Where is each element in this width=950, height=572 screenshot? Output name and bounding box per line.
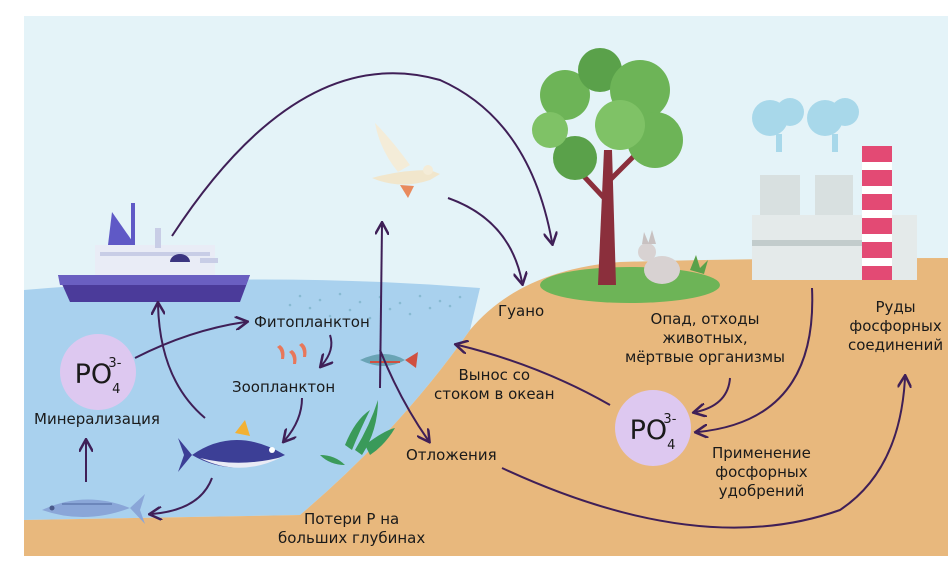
label-ores-line3: соединений — [848, 336, 944, 354]
label-fertilizer: Применение фосфорных удобрений — [712, 444, 811, 501]
label-litter: Опад, отходы животных, мёртвые организмы — [625, 310, 785, 367]
phosphate-subscript: 4 — [667, 438, 676, 454]
label-runoff-line1: Вынос со — [458, 366, 531, 384]
tuna-illustration — [178, 420, 285, 472]
label-ores-line2: фосфорных — [849, 317, 942, 335]
arrow-fish-to-bird — [380, 225, 382, 389]
phosphate-symbol: PO — [629, 415, 668, 446]
bird-illustration — [372, 123, 440, 198]
arrow-to-sediments — [379, 349, 428, 440]
zooplankton-illustration — [277, 343, 307, 364]
arrow-tuna-to-ship — [158, 305, 206, 419]
arrow-sediments-to-ores — [501, 378, 905, 529]
rabbit-illustration — [638, 230, 708, 284]
seaweed-illustration — [320, 400, 395, 465]
label-litter-line2: животных, — [662, 329, 748, 347]
phosphate-charge: 3- — [108, 356, 122, 371]
label-fertilizer-line3: удобрений — [718, 482, 805, 500]
label-deep-loss: Потери Р на больших глубинах — [278, 510, 425, 548]
label-litter-line3: мёртвые организмы — [625, 348, 785, 366]
phosphate-symbol: PO — [74, 359, 113, 390]
phosphate-charge: 3- — [663, 412, 677, 427]
arrow-ship-to-land — [171, 72, 552, 242]
arrow-zoo-to-tuna — [285, 397, 303, 440]
phosphate-formula: PO4 3- — [60, 355, 136, 401]
label-guano: Гуано — [498, 302, 545, 320]
label-sediments: Отложения — [406, 446, 497, 464]
phosphate-circle-ocean: PO4 3- — [60, 334, 136, 410]
label-runoff: Вынос со стоком в океан — [434, 366, 555, 404]
label-deep-loss-line2: больших глубинах — [278, 529, 426, 547]
label-fertilizer-line1: Применение — [712, 444, 811, 462]
label-mineralization: Минерализация — [34, 410, 160, 428]
phosphate-circle-land: PO4 3- — [615, 390, 691, 466]
land-soil — [24, 258, 948, 556]
label-phytoplankton: Фитопланктон — [254, 313, 370, 331]
label-ores-line1: Руды — [875, 298, 916, 316]
phosphate-subscript: 4 — [112, 382, 121, 398]
dead-fish-illustration — [42, 494, 145, 524]
cycle-arrows — [86, 72, 905, 529]
label-ores: Руды фосфорных соединений — [848, 298, 943, 355]
phosphate-formula: PO4 3- — [615, 411, 691, 457]
ship-illustration — [58, 203, 250, 302]
arrow-ores-to-po4 — [698, 287, 814, 432]
arrow-po4-to-phytoplankton — [134, 322, 245, 359]
label-deep-loss-line1: Потери Р на — [303, 510, 400, 528]
arrow-runoff — [458, 345, 611, 406]
label-zooplankton: Зоопланктон — [232, 378, 336, 396]
label-litter-line1: Опад, отходы — [650, 310, 760, 328]
arrow-tuna-to-dead-fish — [152, 477, 213, 514]
label-runoff-line2: стоком в океан — [434, 385, 555, 403]
arrow-phyto-to-zoo — [322, 334, 331, 365]
arrow-litter-to-po4 — [696, 377, 731, 412]
arrow-bird-to-guano — [447, 197, 522, 282]
ocean-water — [24, 279, 480, 520]
label-fertilizer-line2: фосфорных — [715, 463, 808, 481]
factory-illustration — [752, 98, 917, 280]
